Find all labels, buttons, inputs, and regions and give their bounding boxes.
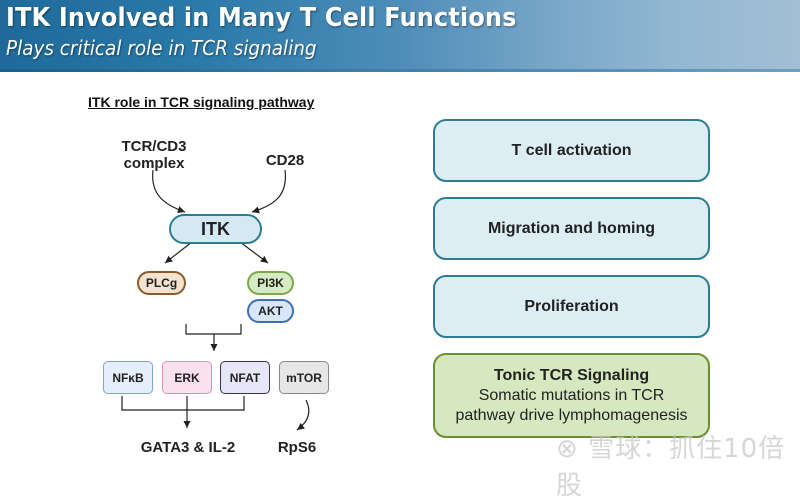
watermark-text: 雪球：抓住10倍股: [556, 434, 786, 501]
mtor-node: mTOR: [279, 361, 329, 394]
function-box-proliferation: Proliferation: [433, 275, 710, 338]
tcr-line2: complex: [123, 155, 185, 172]
tonic-line2: Somatic mutations in TCR: [478, 386, 665, 404]
itk-node: ITK: [169, 214, 262, 244]
arrow-tcr-to-itk: [152, 169, 186, 214]
function-box-migration-homing: Migration and homing: [433, 197, 710, 260]
arrow-cd28-to-itk: [251, 169, 287, 214]
header-banner: ITK Involved in Many T Cell Functions Pl…: [0, 0, 800, 72]
function-box-tonic-tcr-signaling: Tonic TCR Signaling Somatic mutations in…: [433, 353, 710, 438]
plcg-node: PLCg: [137, 271, 186, 295]
akt-node: AKT: [247, 299, 294, 323]
snowball-logo-icon: ⊗: [556, 434, 579, 464]
tonic-title: Tonic TCR Signaling: [493, 366, 650, 384]
bracket-nfkb-nfat: [121, 396, 245, 411]
arrow-itk-to-pi3k: [239, 241, 269, 264]
erk-node: ERK: [162, 361, 212, 394]
function-box-t-cell-activation: T cell activation: [433, 119, 710, 182]
rps6-label: RpS6: [277, 439, 317, 456]
page-subtitle: Plays critical role in TCR signaling: [6, 36, 317, 60]
diagram-title: ITK role in TCR signaling pathway: [88, 94, 315, 110]
tcr-line1: TCR/CD3: [121, 138, 187, 155]
tonic-line3: pathway drive lymphomagenesis: [455, 406, 688, 424]
watermark: ⊗ 雪球：抓住10倍股: [556, 428, 800, 502]
nfat-node: NFAT: [220, 361, 270, 394]
bracket-plcg-akt: [185, 324, 242, 335]
page-title: ITK Involved in Many T Cell Functions: [6, 3, 517, 33]
arrow-itk-to-plcg: [164, 241, 193, 264]
nfkb-node: NFκB: [103, 361, 153, 394]
tcr-cd3-label: TCR/CD3 complex: [118, 138, 190, 172]
pi3k-node: PI3K: [247, 271, 294, 295]
gata3-il2-label: GATA3 & IL-2: [140, 439, 236, 456]
arrow-mtor-to-rps6: [296, 399, 310, 431]
pathway-arrows: [121, 169, 310, 431]
cd28-label: CD28: [265, 152, 305, 169]
